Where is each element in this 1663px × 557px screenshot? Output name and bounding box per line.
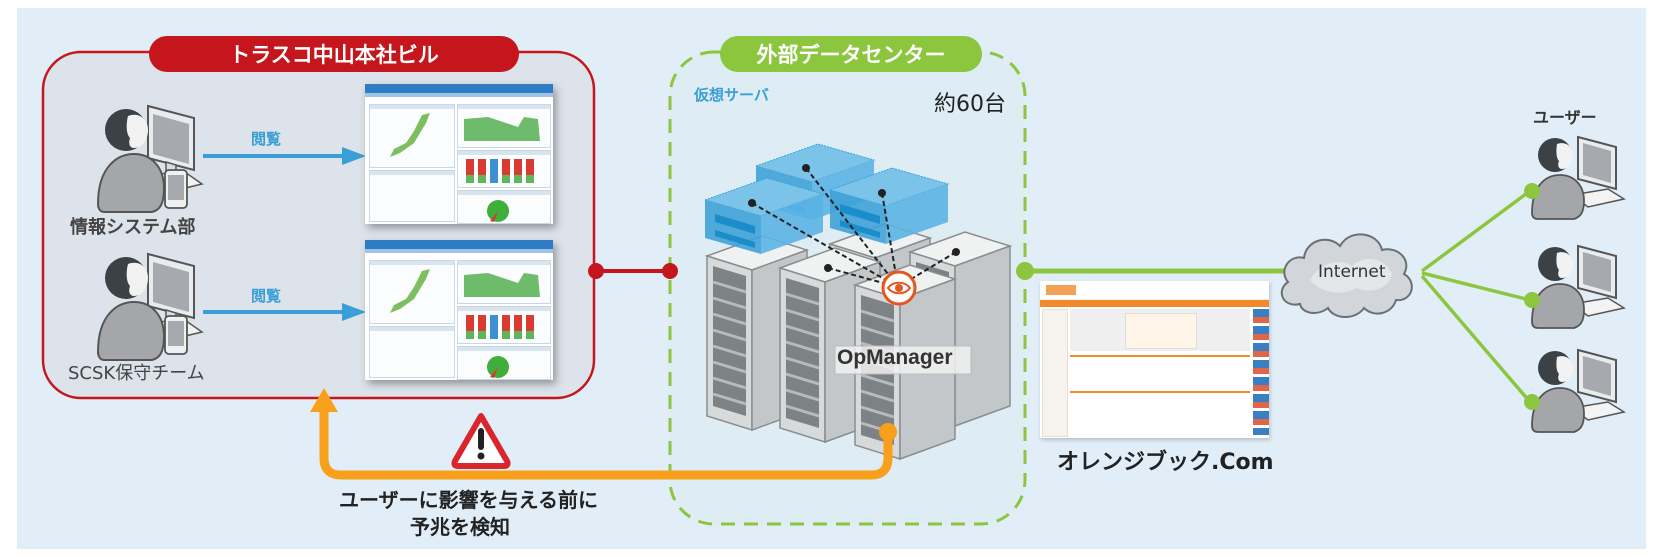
info-systems-label: 情報システム部 [70,217,196,238]
alert-feedback-arrow [310,388,897,480]
opmanager-label-bg [834,345,972,375]
view-label-2: 閲覧 [251,287,282,305]
phone-icon [164,169,188,209]
warning-triangle-icon [451,413,511,469]
phone-icon [164,315,188,355]
server-count-label: 約60台 [934,92,1006,117]
view-label-1: 閲覧 [251,130,282,148]
hq-title-pill: トラスコ中山本社ビル [149,36,519,72]
user-icon-1 [1531,136,1625,220]
hq-datacenter-link [588,263,678,279]
alert-text-line2: 予兆を検知 [410,515,510,539]
website-label: オレンジブック.Com [1057,450,1274,475]
users-label: ユーザー [1533,108,1597,127]
user-icon-3 [1531,349,1625,433]
cloud-icon [1280,233,1413,318]
eye-monitor-icon [881,270,917,306]
view-arrow-1 [203,147,366,165]
opmanager-dashboard-screenshot-1 [365,84,553,224]
orangebook-website-screenshot [1040,281,1269,438]
user-icon-2 [1531,245,1625,329]
scsk-label: SCSK保守チーム [68,363,205,384]
internet-label: Internet [1318,262,1386,282]
internet-user-links [1420,189,1532,404]
datacenter-internet-link [1016,262,1285,280]
opmanager-label: OpManager [837,346,953,369]
virtual-server-label: 仮想サーバ [694,86,769,104]
hq-title: トラスコ中山本社ビル [229,43,439,67]
datacenter-title: 外部データセンター [756,43,946,67]
alert-text-line1: ユーザーに影響を与える前に [339,488,598,512]
opmanager-dashboard-screenshot-2 [365,240,553,380]
view-arrow-2 [203,303,366,321]
datacenter-title-pill: 外部データセンター [720,36,982,72]
